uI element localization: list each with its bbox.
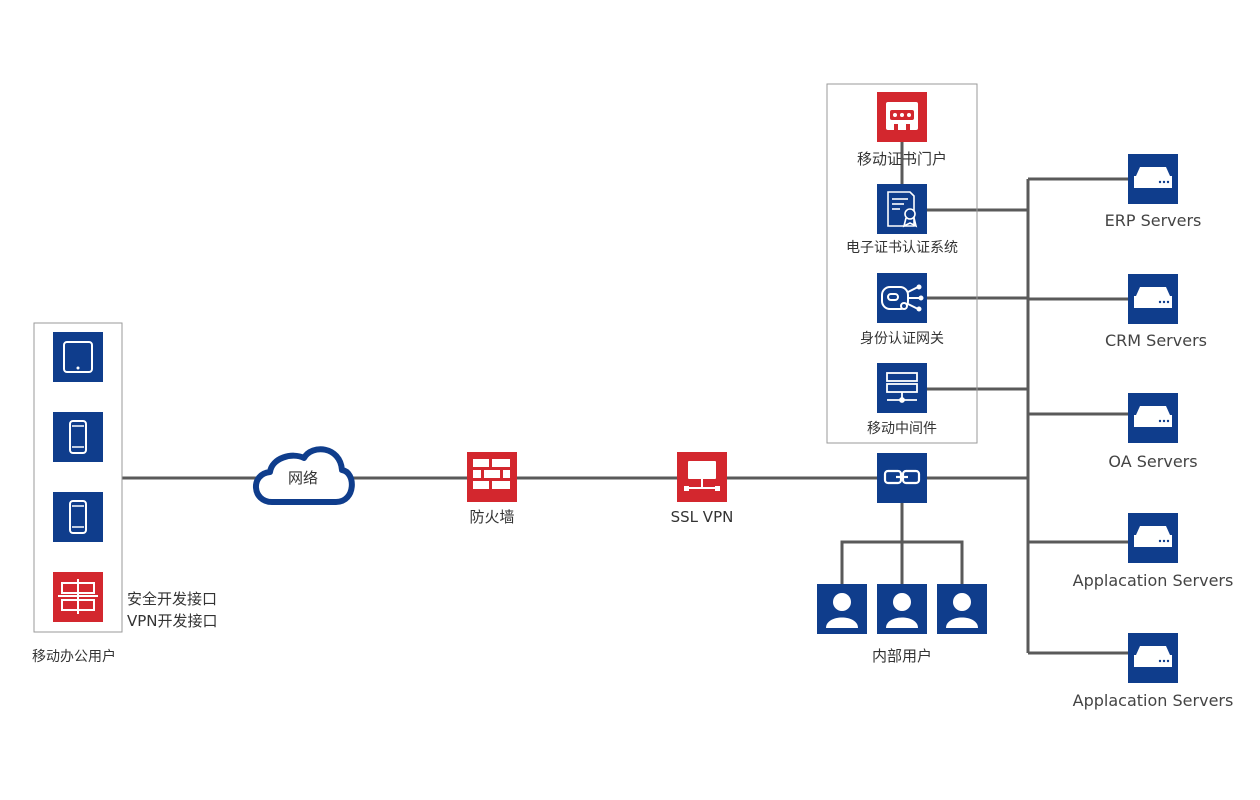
sdk-interface-node[interactable] — [53, 572, 103, 622]
cert-group-box — [826, 83, 978, 444]
firewall-label: 防火墙 — [469, 508, 514, 526]
middleware-server-icon — [886, 372, 918, 403]
middleware-node[interactable]: 移动中间件 — [867, 363, 937, 437]
user-icon — [946, 593, 978, 628]
id-gateway-label: 身份认证网关 — [860, 331, 944, 347]
cloud-icon — [253, 446, 355, 505]
identity-gateway-icon — [881, 284, 924, 312]
connector-lines — [122, 142, 1128, 655]
server-app-2-label: Applacation Servers — [1073, 691, 1234, 710]
middleware-label: 移动中间件 — [867, 421, 937, 437]
cert-portal-node[interactable]: 移动证书门户 — [857, 92, 947, 168]
mobile-users-group-box — [33, 322, 123, 633]
server-crm-label: CRM Servers — [1105, 331, 1207, 350]
user-icon — [886, 593, 918, 628]
internal-user-1[interactable] — [817, 584, 867, 634]
user-icon — [826, 593, 858, 628]
smartphone-icon — [69, 420, 87, 454]
server-erp-label: ERP Servers — [1105, 211, 1202, 230]
ca-system-node[interactable]: 电子证书认证系统 — [846, 184, 958, 256]
internal-user-3[interactable] — [937, 584, 987, 634]
firewall-node[interactable]: 防火墙 — [467, 452, 517, 526]
server-app-1-label: Applacation Servers — [1073, 571, 1234, 590]
server-app-1[interactable]: Applacation Servers — [1073, 513, 1234, 590]
mobile-device-phone-1[interactable] — [53, 412, 103, 462]
smartphone-icon — [69, 500, 87, 534]
cert-portal-icon — [886, 102, 918, 130]
link-switch-icon — [883, 469, 921, 485]
ssl-vpn-node[interactable]: SSL VPN — [671, 452, 734, 526]
internal-users-label: 内部用户 — [872, 647, 932, 665]
mobile-users-label: 移动办公用户 — [32, 648, 116, 665]
cert-portal-label: 移动证书门户 — [857, 150, 947, 168]
core-switch-node[interactable] — [877, 453, 927, 503]
sdk-interface-icon — [58, 579, 98, 614]
mobile-device-tablet[interactable] — [53, 332, 103, 382]
users-branch-line — [840, 540, 964, 584]
network-label: 网络 — [288, 469, 318, 487]
server-oa[interactable]: OA Servers — [1108, 393, 1198, 471]
internal-user-2[interactable] — [877, 584, 927, 634]
server-icon — [1134, 646, 1172, 667]
vpn-monitor-icon — [684, 461, 720, 491]
server-icon — [1134, 287, 1172, 308]
sdk-security-label: 安全开发接口 — [127, 590, 217, 608]
server-crm[interactable]: CRM Servers — [1105, 274, 1207, 350]
tablet-icon — [63, 341, 93, 373]
server-app-2[interactable]: Applacation Servers — [1073, 633, 1234, 710]
sdk-vpn-label: VPN开发接口 — [127, 612, 218, 630]
id-gateway-node[interactable]: 身份认证网关 — [860, 273, 944, 347]
server-icon — [1134, 406, 1172, 427]
server-icon — [1134, 526, 1172, 547]
ca-system-label: 电子证书认证系统 — [846, 240, 958, 256]
server-oa-label: OA Servers — [1108, 452, 1197, 471]
network-cloud-node[interactable]: 网络 — [253, 446, 355, 505]
firewall-brick-icon — [473, 459, 510, 489]
server-icon — [1134, 167, 1172, 188]
mobile-device-phone-2[interactable] — [53, 492, 103, 542]
ssl-vpn-label: SSL VPN — [671, 508, 734, 526]
certificate-icon — [887, 191, 918, 228]
server-erp[interactable]: ERP Servers — [1105, 154, 1202, 230]
